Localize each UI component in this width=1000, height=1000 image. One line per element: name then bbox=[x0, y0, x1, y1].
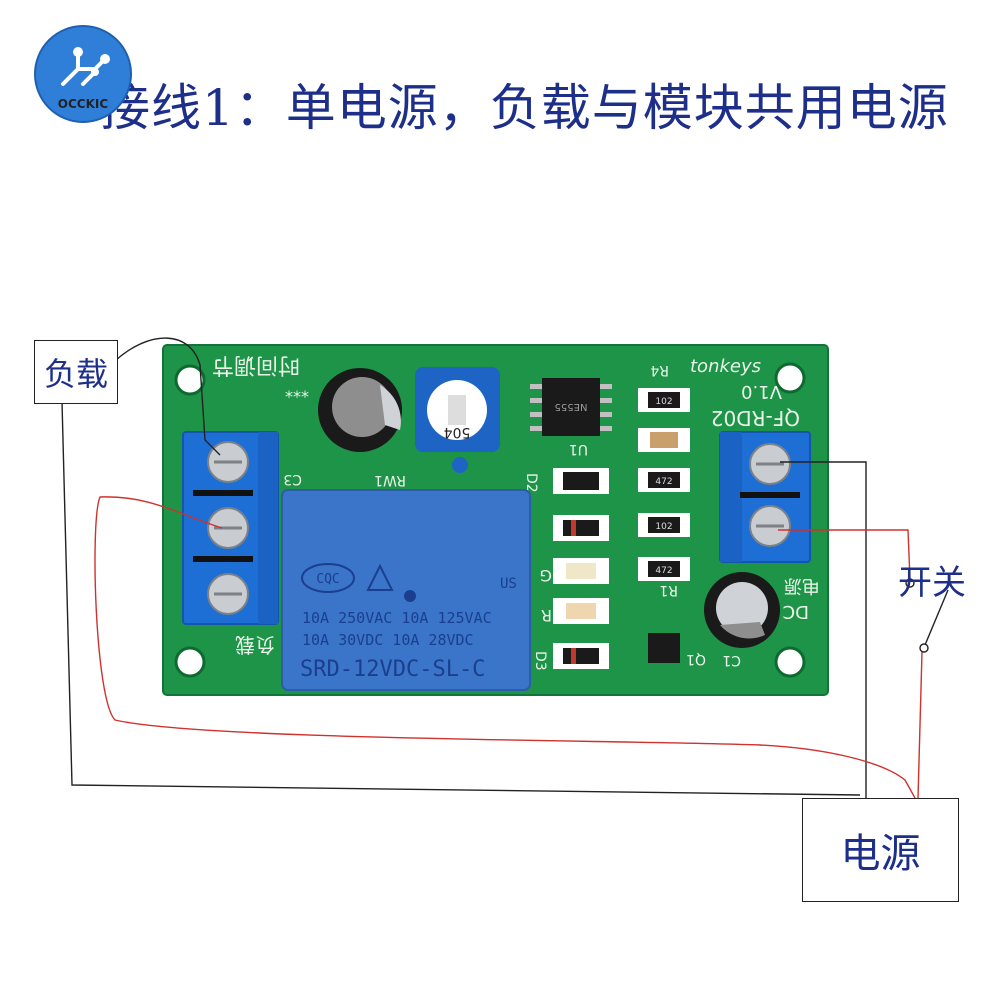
page-title: 接线1：单电源，负载与模块共用电源 bbox=[100, 79, 949, 137]
brand-logo: OCCKIC bbox=[34, 25, 132, 123]
svg-text:U1: U1 bbox=[569, 441, 588, 457]
capacitor-c3 bbox=[318, 368, 402, 452]
diodes-leds bbox=[553, 468, 609, 669]
svg-text:D3: D3 bbox=[532, 651, 548, 671]
load-label: 负载 bbox=[43, 355, 108, 393]
transistor-q1 bbox=[648, 633, 680, 663]
svg-text:***: *** bbox=[285, 387, 309, 406]
svg-text:102: 102 bbox=[655, 397, 672, 407]
smd-resistors: 102 472 102 472 bbox=[638, 388, 690, 581]
svg-text:472: 472 bbox=[655, 477, 672, 487]
svg-text:RW1: RW1 bbox=[374, 472, 406, 488]
svg-text:R: R bbox=[541, 606, 552, 625]
svg-text:D2: D2 bbox=[523, 473, 539, 493]
svg-text:10A 30VDC 10A 28VDC: 10A 30VDC 10A 28VDC bbox=[302, 631, 474, 649]
load-label-box: 负载 bbox=[34, 340, 118, 404]
svg-text:C1: C1 bbox=[722, 652, 741, 668]
svg-text:102: 102 bbox=[655, 522, 672, 532]
svg-text:OCCKIC: OCCKIC bbox=[58, 97, 109, 111]
svg-text:时间调节: 时间调节 bbox=[212, 352, 300, 377]
wire-red-loop bbox=[94, 496, 916, 799]
svg-text:R1: R1 bbox=[659, 582, 678, 598]
power-label: 电源 bbox=[840, 831, 921, 877]
svg-text:负载: 负载 bbox=[235, 633, 275, 657]
svg-text:10A 250VAC 10A 125VAC: 10A 250VAC 10A 125VAC bbox=[302, 609, 492, 627]
wire-load-to-power bbox=[61, 401, 861, 796]
svg-text:G: G bbox=[540, 566, 552, 585]
ic-u1: NE555 bbox=[530, 378, 612, 436]
svg-text:504: 504 bbox=[444, 424, 471, 440]
svg-text:472: 472 bbox=[655, 566, 672, 576]
svg-text:V1.0: V1.0 bbox=[741, 381, 782, 402]
svg-text:QF-RD02: QF-RD02 bbox=[711, 406, 800, 430]
svg-text:tonkeys: tonkeys bbox=[690, 356, 761, 377]
svg-text:CQC: CQC bbox=[316, 572, 339, 587]
wires bbox=[61, 337, 949, 799]
power-label-box: 电源 bbox=[802, 798, 959, 902]
wire-terminal-to-power bbox=[780, 461, 867, 798]
wire-red-to-switch bbox=[778, 529, 911, 581]
potentiometer-rw1: 504 bbox=[415, 367, 500, 473]
svg-text:SRD-12VDC-SL-C: SRD-12VDC-SL-C bbox=[300, 657, 485, 682]
svg-text:电源: 电源 bbox=[784, 575, 820, 596]
svg-text:C3: C3 bbox=[283, 471, 302, 487]
switch-lever bbox=[924, 589, 949, 646]
capacitor-c1 bbox=[704, 572, 780, 648]
relay: CQC US 10A 250VAC 10A 125VAC 10A 30VDC 1… bbox=[281, 489, 531, 691]
wire-load-to-terminal bbox=[115, 337, 221, 456]
svg-text:R4: R4 bbox=[650, 362, 669, 378]
wire-switch-to-power bbox=[917, 651, 923, 799]
switch-contact-top bbox=[905, 578, 915, 588]
svg-text:NE555: NE555 bbox=[555, 401, 588, 412]
switch-label: 开关 bbox=[898, 563, 966, 603]
terminal-block-power bbox=[719, 431, 811, 563]
svg-text:Q1: Q1 bbox=[686, 651, 706, 667]
switch-contact-bottom bbox=[919, 643, 929, 653]
svg-text:DC: DC bbox=[783, 601, 809, 622]
terminal-block-load bbox=[182, 431, 279, 625]
svg-text:US: US bbox=[500, 576, 517, 592]
